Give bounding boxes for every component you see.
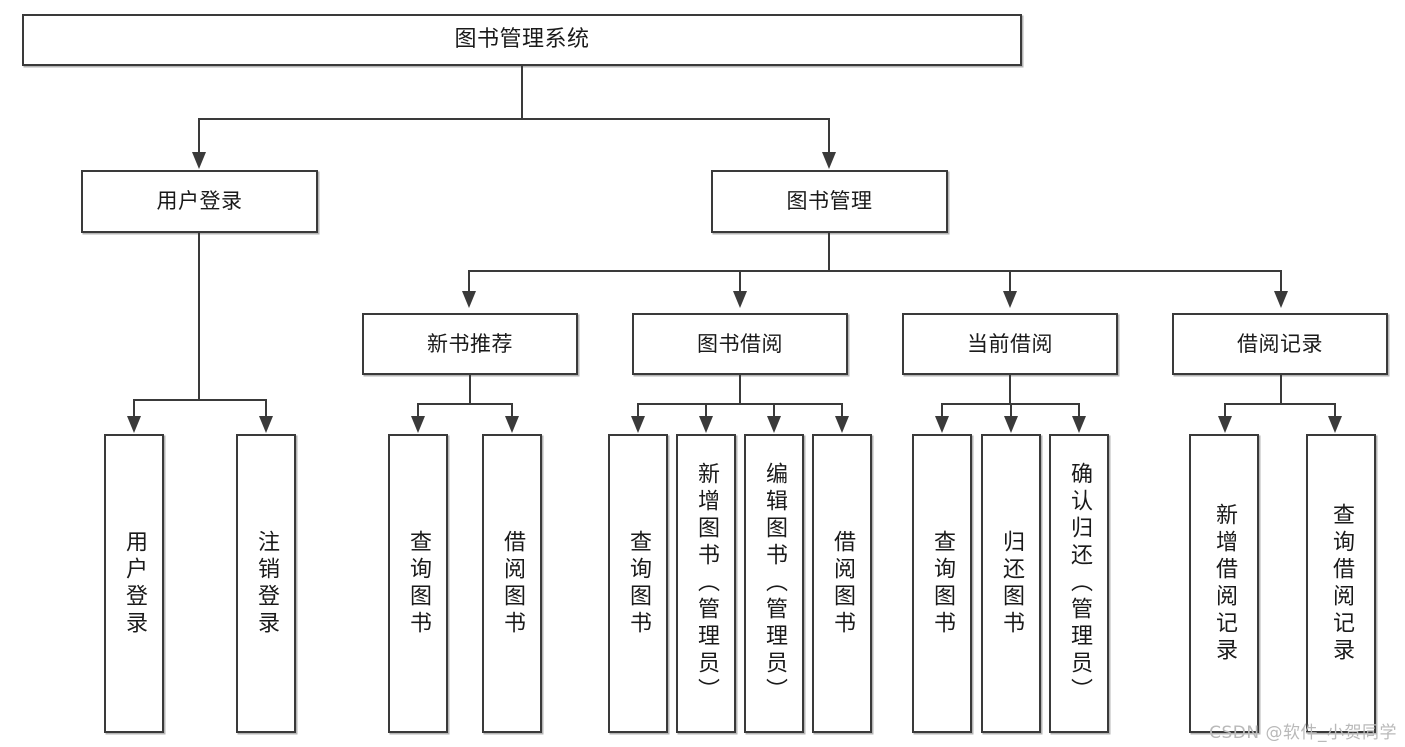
- arrowhead-down-icon: [462, 291, 476, 308]
- connector-newbook-drop-2: [511, 403, 513, 418]
- node-user-login[interactable]: 用户登录: [81, 170, 318, 233]
- connector-bookborrow-drop-1: [637, 403, 639, 418]
- connector-bookmgmt-drop-1: [468, 270, 470, 293]
- node-label: 当前借阅: [967, 331, 1053, 356]
- leaf-query-book-current[interactable]: 查询图书: [912, 434, 972, 733]
- connector-bookmgmt-stem: [828, 233, 830, 272]
- node-label: 新增借阅记录: [1212, 502, 1237, 665]
- connector-borrowrecord-stem: [1280, 375, 1282, 405]
- connector-bookborrow-drop-4: [841, 403, 843, 418]
- connector-bookborrow-drop-2: [705, 403, 707, 418]
- leaf-borrow-book-recommend[interactable]: 借阅图书: [482, 434, 542, 733]
- connector-currentborrow-stem: [1009, 375, 1011, 405]
- arrowhead-down-icon: [1274, 291, 1288, 308]
- arrowhead-down-icon: [835, 416, 849, 433]
- node-label: 注销登录: [254, 529, 279, 638]
- node-label: 借阅图书: [830, 529, 855, 638]
- arrowhead-down-icon: [192, 152, 206, 169]
- connector-root-drop-2: [828, 118, 830, 154]
- connector-newbook-stem: [469, 375, 471, 405]
- arrowhead-down-icon: [1328, 416, 1342, 433]
- connector-root-bus: [198, 118, 830, 120]
- arrowhead-down-icon: [127, 416, 141, 433]
- node-label: 图书管理: [786, 189, 873, 214]
- arrowhead-down-icon: [259, 416, 273, 433]
- node-label: 图书借阅: [697, 331, 783, 356]
- arrowhead-down-icon: [699, 416, 713, 433]
- connector-borrowrecord-drop-2: [1334, 403, 1336, 418]
- leaf-edit-book-admin[interactable]: 编辑图书（管理员）: [744, 434, 804, 733]
- node-label: 新书推荐: [427, 331, 513, 356]
- connector-bookborrow-stem: [739, 375, 741, 405]
- node-label: 查询图书: [930, 529, 955, 638]
- node-label: 借阅图书: [500, 529, 525, 638]
- arrowhead-down-icon: [767, 416, 781, 433]
- arrowhead-down-icon: [1072, 416, 1086, 433]
- node-label: 用户登录: [122, 529, 147, 638]
- arrowhead-down-icon: [411, 416, 425, 433]
- connector-userlogin-drop-1: [133, 399, 135, 418]
- node-root-system[interactable]: 图书管理系统: [22, 14, 1022, 66]
- connector-bookborrow-drop-3: [773, 403, 775, 418]
- connector-borrowrecord-bus: [1224, 403, 1336, 405]
- leaf-user-login[interactable]: 用户登录: [104, 434, 164, 733]
- connector-bookmgmt-drop-2: [739, 270, 741, 293]
- connector-borrowrecord-drop-1: [1224, 403, 1226, 418]
- arrowhead-down-icon: [1004, 416, 1018, 433]
- connector-bookmgmt-drop-3: [1009, 270, 1011, 293]
- leaf-logout[interactable]: 注销登录: [236, 434, 296, 733]
- node-book-management[interactable]: 图书管理: [711, 170, 948, 233]
- connector-root-drop-1: [198, 118, 200, 154]
- node-label: 编辑图书（管理员）: [762, 462, 787, 705]
- node-label: 新增图书（管理员）: [694, 462, 719, 705]
- leaf-query-book-borrow[interactable]: 查询图书: [608, 434, 668, 733]
- node-book-borrow[interactable]: 图书借阅: [632, 313, 848, 375]
- connector-bookmgmt-bus: [468, 270, 1282, 272]
- node-label: 确认归还（管理员）: [1067, 462, 1092, 705]
- node-current-borrow[interactable]: 当前借阅: [902, 313, 1118, 375]
- connector-root-stem: [521, 66, 523, 118]
- node-label: 查询图书: [406, 529, 431, 638]
- connector-bookmgmt-drop-4: [1280, 270, 1282, 293]
- node-label: 借阅记录: [1237, 331, 1323, 356]
- connector-currentborrow-drop-2: [1010, 403, 1012, 418]
- leaf-add-book-admin[interactable]: 新增图书（管理员）: [676, 434, 736, 733]
- connector-bookborrow-bus: [637, 403, 843, 405]
- node-borrow-record[interactable]: 借阅记录: [1172, 313, 1388, 375]
- leaf-query-book-recommend[interactable]: 查询图书: [388, 434, 448, 733]
- node-label: 归还图书: [999, 529, 1024, 638]
- connector-currentborrow-drop-1: [941, 403, 943, 418]
- leaf-return-book[interactable]: 归还图书: [981, 434, 1041, 733]
- leaf-confirm-return-admin[interactable]: 确认归还（管理员）: [1049, 434, 1109, 733]
- leaf-borrow-book[interactable]: 借阅图书: [812, 434, 872, 733]
- connector-newbook-bus: [417, 403, 513, 405]
- node-label: 用户登录: [156, 189, 243, 214]
- node-label: 图书管理系统: [454, 27, 590, 53]
- connector-currentborrow-drop-3: [1078, 403, 1080, 418]
- arrowhead-down-icon: [631, 416, 645, 433]
- node-label: 查询借阅记录: [1329, 502, 1354, 665]
- arrowhead-down-icon: [1218, 416, 1232, 433]
- arrowhead-down-icon: [935, 416, 949, 433]
- arrowhead-down-icon: [505, 416, 519, 433]
- arrowhead-down-icon: [733, 291, 747, 308]
- leaf-query-borrow-record[interactable]: 查询借阅记录: [1306, 434, 1376, 733]
- connector-userlogin-stem: [198, 233, 200, 401]
- connector-userlogin-bus: [133, 399, 265, 401]
- node-label: 查询图书: [626, 529, 651, 638]
- connector-userlogin-drop-2: [265, 399, 267, 418]
- leaf-add-borrow-record[interactable]: 新增借阅记录: [1189, 434, 1259, 733]
- connector-newbook-drop-1: [417, 403, 419, 418]
- arrowhead-down-icon: [822, 152, 836, 169]
- arrowhead-down-icon: [1003, 291, 1017, 308]
- node-new-book-recommend[interactable]: 新书推荐: [362, 313, 578, 375]
